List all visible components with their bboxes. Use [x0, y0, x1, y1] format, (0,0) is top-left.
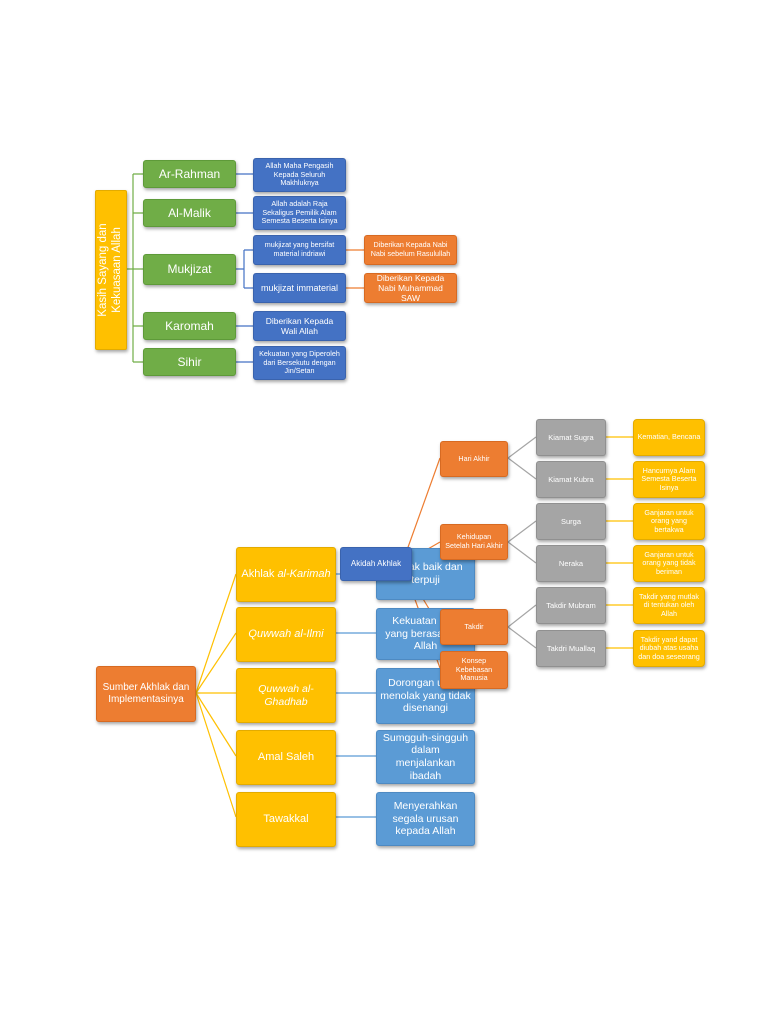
neraka-node: Neraka	[536, 545, 606, 582]
takdir-mubram-desc-text: Takdir yang mutlak di tentukan oleh Alla…	[639, 591, 699, 618]
tawakkal-label: Tawakkal	[263, 812, 309, 825]
akhlak-karimah-label-italic: al-Karimah	[277, 567, 331, 580]
sihir-desc: Kekuatan yang Diperoleh dari Bersekutu d…	[253, 346, 346, 380]
takdri-muallaq-desc: Takdir yand dapat diubah atas usaha dan …	[633, 630, 705, 667]
al-malik-desc: Allah adalah Raja Sekaligus Pemilik Alam…	[253, 196, 346, 230]
neraka-desc: Ganjaran untuk orang yang tidak beriman	[633, 545, 705, 582]
sihir-node: Sihir	[143, 348, 236, 376]
akhlak-karimah-label-plain: Akhlak	[241, 567, 278, 580]
akhlak-karimah-label: Akhlak al-Karimah	[241, 568, 330, 581]
kiamat-kubra-desc-text: Hancurnya Alam Semesta Beserta Isinya	[641, 465, 697, 492]
neraka-label: Neraka	[558, 559, 584, 568]
hari-akhir-label: Hari Akhir	[458, 453, 490, 463]
quwwah-ghadhab-label: Quwwah al-Ghadhab	[258, 682, 314, 708]
karomah-desc-text: Diberikan Kepada Wali Allah	[265, 315, 334, 336]
kiamat-sugra-desc-text: Kematian, Bencana	[637, 432, 701, 442]
karomah-node: Karomah	[143, 312, 236, 340]
surga-node: Surga	[536, 503, 606, 540]
surga-label: Surga	[560, 517, 581, 526]
kiamat-kubra-desc: Hancurnya Alam Semesta Beserta Isinya	[633, 461, 705, 498]
amal-saleh-desc: Sumgguh-singguh dalam menjalankan ibadah	[376, 730, 475, 784]
ar-rahman-label: Ar-Rahman	[158, 166, 221, 181]
mukjizat-label: Mukjizat	[167, 262, 212, 277]
sumber-akhlak-root: Sumber Akhlak dan Implementasinya	[96, 666, 196, 722]
takdri-muallaq-label: Takdri Muallaq	[546, 644, 596, 653]
quwwah-ghadhab-node: Quwwah al-Ghadhab	[236, 668, 336, 723]
sumber-akhlak-root-label: Sumber Akhlak dan Implementasinya	[102, 682, 190, 705]
neraka-desc-text: Ganjaran untuk orang yang tidak beriman	[642, 549, 696, 576]
surga-desc-text: Ganjaran untuk orang yang bertakwa	[644, 507, 694, 534]
akidah-akhlak-root-label: Akidah Akhlak	[350, 559, 402, 569]
al-malik-label: Al-Malik	[168, 205, 211, 220]
ar-rahman-node: Ar-Rahman	[143, 160, 236, 188]
tawakkal-node: Tawakkal	[236, 792, 336, 847]
al-malik-desc-text: Allah adalah Raja Sekaligus Pemilik Alam…	[261, 199, 338, 226]
mukjizat-immaterial-node: mukjizat immaterial	[253, 273, 346, 303]
mukjizat-immaterial-desc: Diberikan Kepada Nabi Muhammad SAW	[364, 273, 457, 303]
hari-akhir-node: Hari Akhir	[440, 441, 508, 477]
kiamat-sugra-desc: Kematian, Bencana	[633, 419, 705, 456]
sihir-label: Sihir	[177, 354, 202, 369]
tawakkal-desc: Menyerahkan segala urusan kepada Allah	[376, 792, 475, 846]
karomah-label: Karomah	[165, 318, 214, 333]
mukjizat-immaterial-desc-text: Diberikan Kepada Nabi Muhammad SAW	[376, 272, 445, 304]
mukjizat-material-label: mukjizat yang bersifat material indriawi	[264, 240, 335, 258]
amal-saleh-desc-text: Sumgguh-singguh dalam menjalankan ibadah	[382, 731, 469, 782]
ar-rahman-desc: Allah Maha Pengasih Kepada Seluruh Makhl…	[253, 158, 346, 192]
takdri-muallaq-node: Takdri Muallaq	[536, 630, 606, 667]
takdir-mubram-desc: Takdir yang mutlak di tentukan oleh Alla…	[633, 587, 705, 624]
kehidupan-setelah-label: Kehidupan Setelah Hari Akhir	[445, 532, 503, 550]
takdir-mubram-node: Takdir Mubram	[536, 587, 606, 624]
quwwah-ghadhab-desc: Dorongan untuk menolak yang tidak disena…	[376, 668, 475, 724]
takdir-label: Takdir	[464, 621, 484, 631]
kiamat-kubra-label: Kiamat Kubra	[548, 475, 594, 484]
konsep-kebebasan-label: Konsep Kebebasan Manusia	[455, 656, 493, 683]
kasih-sayang-root: Kasih Sayang dan Kekuasaan Allah	[95, 190, 127, 350]
kehidupan-setelah-node: Kehidupan Setelah Hari Akhir	[440, 524, 508, 560]
ar-rahman-desc-text: Allah Maha Pengasih Kepada Seluruh Makhl…	[265, 161, 334, 188]
surga-desc: Ganjaran untuk orang yang bertakwa	[633, 503, 705, 540]
amal-saleh-label: Amal Saleh	[257, 750, 315, 763]
takdir-mubram-label: Takdir Mubram	[546, 601, 596, 610]
kiamat-sugra-label: Kiamat Sugra	[548, 433, 594, 442]
quwwah-ilmi-label: Quwwah al-Ilmi	[248, 627, 324, 640]
kasih-sayang-root-label: Kasih Sayang dan Kekuasaan Allah	[97, 223, 123, 317]
takdir-node: Takdir	[440, 609, 508, 645]
karomah-desc: Diberikan Kepada Wali Allah	[253, 311, 346, 341]
mukjizat-material-desc: Diberikan Kepada Nabi Nabi sebelum Rasul…	[364, 235, 457, 265]
al-malik-node: Al-Malik	[143, 199, 236, 227]
konsep-kebebasan-node: Konsep Kebebasan Manusia	[440, 651, 508, 689]
takdri-muallaq-desc-text: Takdir yand dapat diubah atas usaha dan …	[638, 634, 700, 661]
quwwah-ilmi-node: Quwwah al-Ilmi	[236, 607, 336, 662]
akhlak-karimah-node: Akhlak al-Karimah	[236, 547, 336, 602]
sihir-desc-text: Kekuatan yang Diperoleh dari Bersekutu d…	[259, 349, 340, 376]
akidah-akhlak-root: Akidah Akhlak	[340, 547, 412, 581]
kiamat-sugra-node: Kiamat Sugra	[536, 419, 606, 456]
kiamat-kubra-node: Kiamat Kubra	[536, 461, 606, 498]
amal-saleh-node: Amal Saleh	[236, 730, 336, 785]
mukjizat-node: Mukjizat	[143, 254, 236, 285]
mukjizat-material-node: mukjizat yang bersifat material indriawi	[253, 235, 346, 265]
mukjizat-immaterial-label: mukjizat immaterial	[260, 282, 338, 293]
tawakkal-desc-text: Menyerahkan segala urusan kepada Allah	[392, 800, 459, 838]
mukjizat-material-desc-text: Diberikan Kepada Nabi Nabi sebelum Rasul…	[370, 240, 451, 258]
